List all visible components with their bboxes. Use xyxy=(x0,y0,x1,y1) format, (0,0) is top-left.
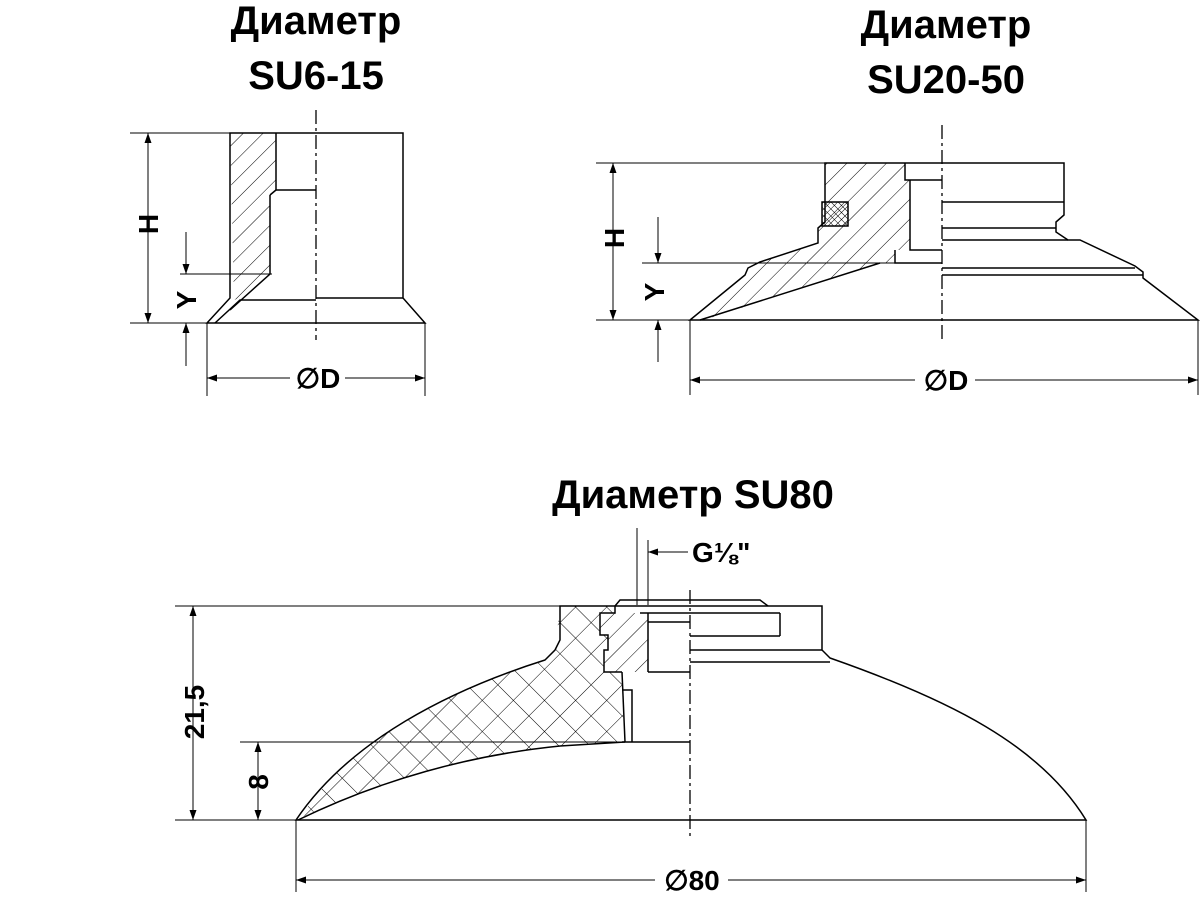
small-dim-h: H xyxy=(133,214,164,234)
large-thread: G⅛" xyxy=(692,537,750,568)
large-dim-diameter: ∅80 xyxy=(664,865,720,896)
medium-dim-y: Y xyxy=(639,282,670,301)
small-title-line1: Диаметр xyxy=(231,0,402,43)
small-title-line2: SU6-15 xyxy=(248,54,384,98)
medium-title-line1: Диаметр xyxy=(861,3,1032,47)
large-title: Диаметр SU80 xyxy=(552,473,834,517)
medium-dim-d: ∅D xyxy=(924,365,969,396)
small-dim-d: ∅D xyxy=(296,363,341,394)
small-dim-y: Y xyxy=(171,290,202,309)
large-dim-height: 21,5 xyxy=(179,685,210,740)
medium-dim-h: H xyxy=(599,228,630,248)
large-dim-lip: 8 xyxy=(243,774,274,790)
drawing-su20-50: Диаметр SU20-50 H Y ∅D xyxy=(596,3,1200,396)
medium-title-line2: SU20-50 xyxy=(867,58,1025,102)
drawing-su6-15: Диаметр SU6-15 H Y ∅D xyxy=(130,0,427,396)
drawing-su80: Диаметр SU80 G⅛" 21,5 xyxy=(175,473,1088,896)
